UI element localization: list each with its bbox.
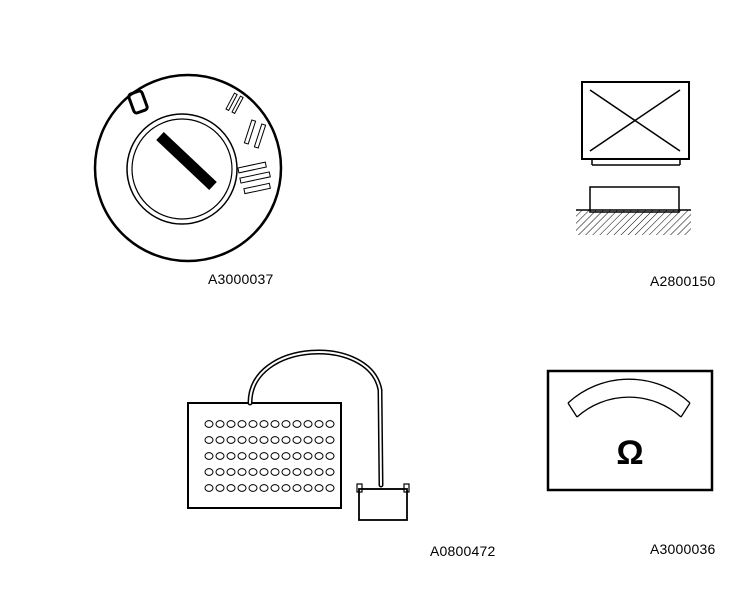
caption-ohmmeter: A3000036 (650, 541, 716, 557)
pinhole (270, 436, 280, 444)
pinhole (325, 468, 335, 476)
pinhole (215, 452, 225, 460)
pinhole (204, 452, 214, 460)
pinhole (314, 468, 324, 476)
pinhole (237, 452, 247, 460)
pinhole (292, 420, 302, 428)
pinhole (226, 468, 236, 476)
pinhole (237, 436, 247, 444)
pinhole (226, 452, 236, 460)
pinhole (281, 436, 291, 444)
pinhole (314, 452, 324, 460)
pinhole (226, 484, 236, 492)
pinhole (292, 436, 302, 444)
pinhole (281, 452, 291, 460)
pinhole (204, 436, 214, 444)
pinhole (303, 420, 313, 428)
pinhole (270, 452, 280, 460)
pinhole (237, 468, 247, 476)
pinhole (215, 436, 225, 444)
caption-breakout-box: A0800472 (430, 543, 496, 559)
pinhole (325, 436, 335, 444)
ohm-symbol: Ω (616, 434, 643, 472)
pinhole (303, 436, 313, 444)
pinhole (325, 484, 335, 492)
pinhole (292, 452, 302, 460)
pinhole (270, 484, 280, 492)
pinhole (248, 436, 258, 444)
connector-disconnected-icon (576, 81, 691, 235)
breakout-box-icon (187, 349, 410, 521)
caption-connector: A2800150 (650, 273, 716, 289)
pinhole (237, 420, 247, 428)
pinhole (281, 468, 291, 476)
pinhole (281, 484, 291, 492)
pinhole (248, 452, 258, 460)
pinhole (325, 420, 335, 428)
pinhole (248, 468, 258, 476)
pinhole (215, 420, 225, 428)
pinhole (292, 468, 302, 476)
pinhole (248, 484, 258, 492)
pinhole (204, 468, 214, 476)
ignition-switch-icon (93, 73, 283, 263)
caption-ignition: A3000037 (208, 271, 274, 287)
pinhole (303, 468, 313, 476)
pinhole (226, 420, 236, 428)
pinhole (259, 468, 269, 476)
pinhole (259, 484, 269, 492)
pinhole (204, 420, 214, 428)
pinhole (248, 420, 258, 428)
pinhole (303, 452, 313, 460)
pinhole (314, 436, 324, 444)
pinhole (226, 436, 236, 444)
pinhole (314, 420, 324, 428)
pinhole (270, 468, 280, 476)
pinhole (325, 452, 335, 460)
pinhole (303, 484, 313, 492)
pinhole (259, 452, 269, 460)
pinhole (281, 420, 291, 428)
pinhole (259, 420, 269, 428)
pinhole (237, 484, 247, 492)
pinhole (292, 484, 302, 492)
pinhole (270, 420, 280, 428)
pinhole (215, 468, 225, 476)
pinhole (314, 484, 324, 492)
pinhole (204, 484, 214, 492)
ohmmeter-icon: Ω (546, 369, 714, 492)
pinhole (259, 436, 269, 444)
pinhole-grid (204, 420, 335, 492)
pinhole (215, 484, 225, 492)
